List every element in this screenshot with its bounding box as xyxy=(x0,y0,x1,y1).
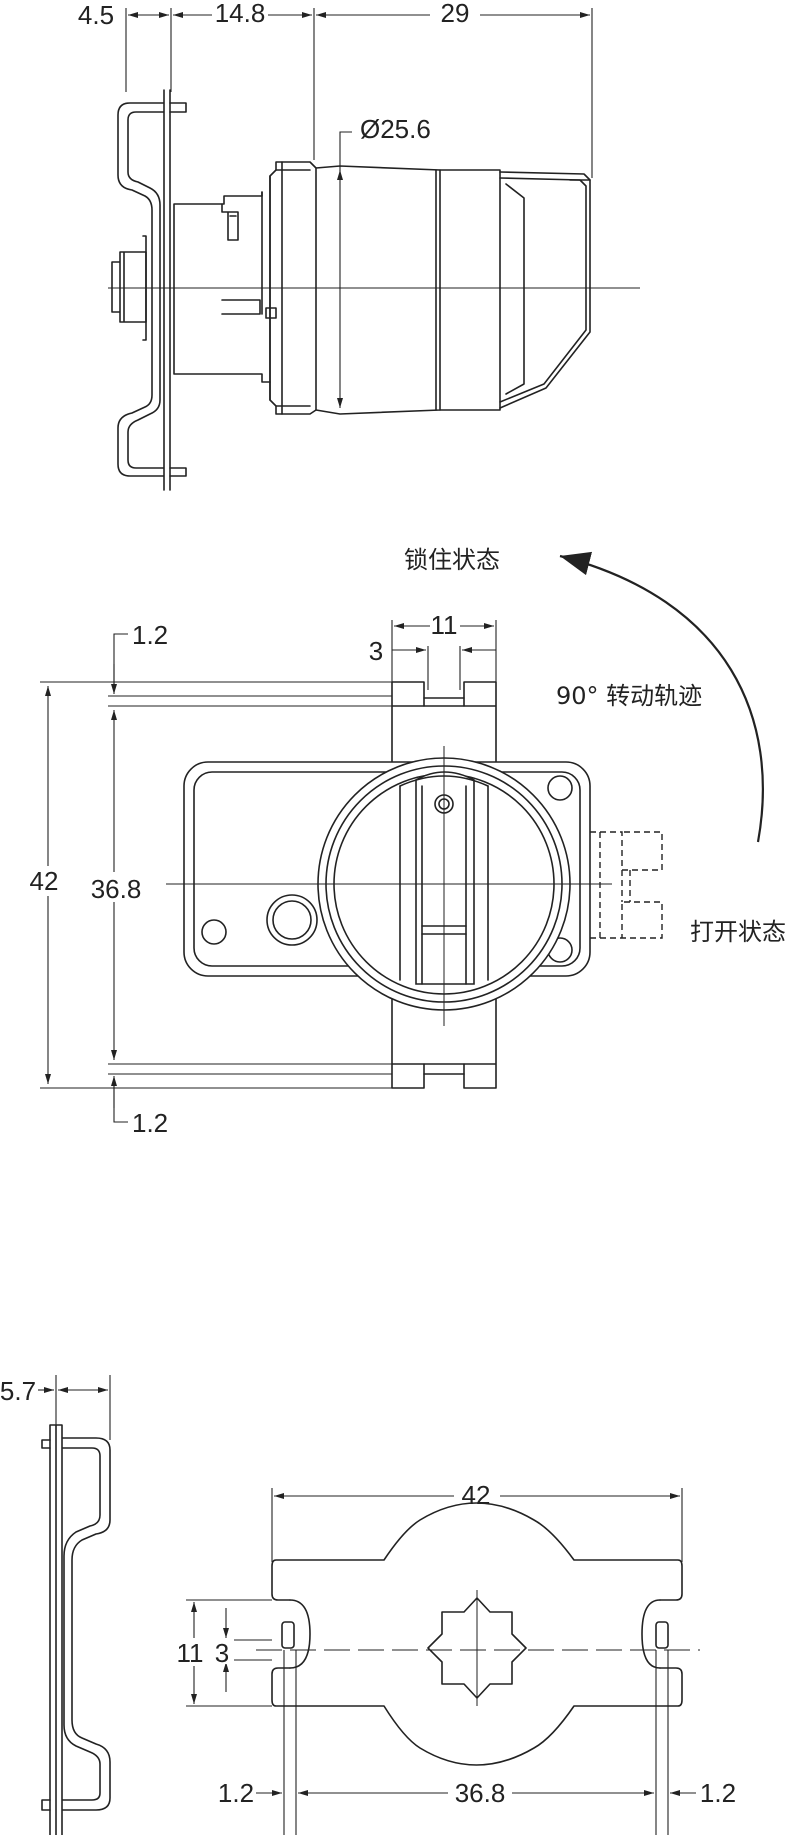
dim-length: 42 xyxy=(462,1480,491,1510)
front-view: 锁住状态 90° 转动轨迹 打开状态 11 3 42 36.8 xyxy=(26,546,786,1138)
label-rotation: 90° 转动轨迹 xyxy=(556,682,702,710)
dim-slot-width: 11 xyxy=(431,610,458,640)
keyhole-inner xyxy=(272,900,312,940)
dim-inner: 36.8 xyxy=(91,874,142,904)
dim-bottom-thickness: 1.2 xyxy=(132,1108,168,1138)
clip-bottom xyxy=(391,975,497,1089)
rotation-arc xyxy=(559,551,764,843)
dim-right-thickness: 1.2 xyxy=(700,1778,736,1808)
mounting-hole xyxy=(201,919,227,945)
bracket-profile xyxy=(117,89,171,491)
slot-pin xyxy=(655,1621,669,1649)
dim-slot-inner: 3 xyxy=(369,636,383,666)
dim-bracket-slot: 3 xyxy=(215,1638,229,1668)
side-view: 4.5 14.8 29 Ø25.6 xyxy=(78,0,640,491)
dim-total-length: 29 xyxy=(441,0,470,28)
latch-open-state xyxy=(590,831,663,939)
mounting-hole xyxy=(547,775,573,801)
dim-hole-spacing: 36.8 xyxy=(455,1778,506,1808)
dim-flange-thickness: 4.5 xyxy=(78,0,114,30)
dim-height: 42 xyxy=(30,866,59,896)
dial-handle xyxy=(415,771,475,985)
bracket-front-view: 42 36.8 1.2 1.2 11 xyxy=(176,1480,736,1835)
label-locked: 锁住状态 xyxy=(404,546,500,574)
dim-top-thickness: 1.2 xyxy=(132,620,168,650)
clip-top xyxy=(391,681,497,763)
dim-left-thickness: 1.2 xyxy=(218,1778,254,1808)
main-cylinder xyxy=(315,165,441,415)
label-open: 打开状态 xyxy=(690,918,786,946)
dim-body-length: 14.8 xyxy=(215,0,266,28)
bracket-plate xyxy=(271,1502,683,1766)
slot-pin xyxy=(281,1621,295,1649)
bracket-side-view: 5.7 xyxy=(0,1375,111,1835)
keyhole-outer xyxy=(266,894,318,946)
dim-depth: 5.7 xyxy=(0,1376,36,1406)
knob xyxy=(499,171,591,409)
dim-diameter: Ø25.6 xyxy=(360,114,431,144)
nut xyxy=(111,251,147,323)
bracket-side-profile xyxy=(49,1424,111,1835)
body-cylinder xyxy=(173,191,271,383)
dim-bracket-height: 11 xyxy=(177,1638,204,1668)
